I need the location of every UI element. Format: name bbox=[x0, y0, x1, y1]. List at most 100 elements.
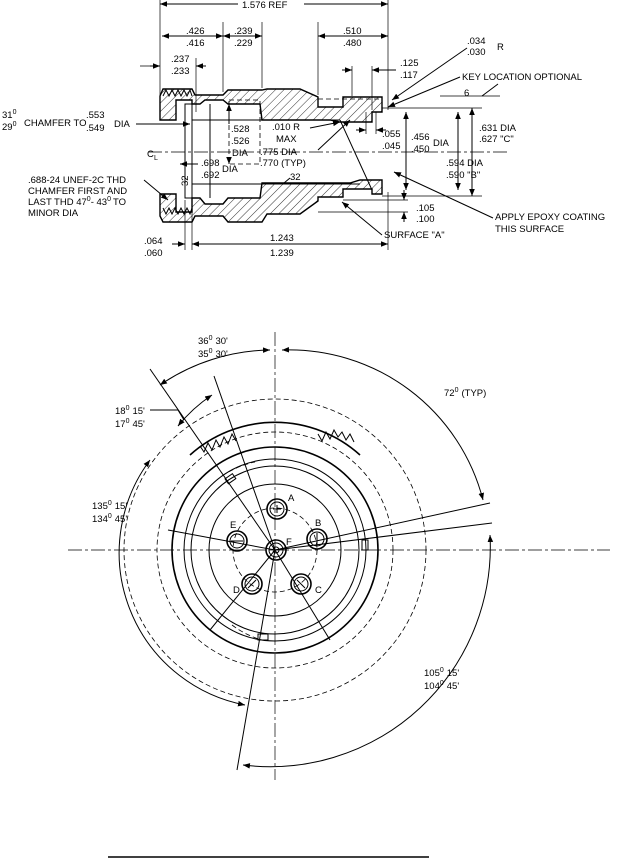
dim-450: .450 bbox=[411, 144, 430, 155]
epoxy-1: APPLY EPOXY COATING bbox=[495, 212, 605, 223]
finish-mark-b bbox=[283, 177, 291, 184]
ang-72: 720(TYP) bbox=[444, 387, 486, 399]
dim-125-text: .125 bbox=[400, 58, 419, 69]
ref-bg bbox=[238, 0, 304, 10]
dim-237-text: .237 bbox=[171, 54, 190, 65]
label-a: A bbox=[288, 493, 295, 504]
dim-698: .698 bbox=[201, 158, 220, 169]
dim-590-text: .590 "B" bbox=[446, 170, 480, 181]
leader-775 bbox=[317, 119, 351, 151]
arc-105 bbox=[242, 534, 494, 769]
bore-taper-line bbox=[339, 119, 373, 191]
leader-010 bbox=[309, 120, 341, 129]
arc-36 bbox=[159, 347, 271, 386]
finish-32b: 32 bbox=[290, 172, 301, 183]
leader-thread bbox=[143, 179, 169, 201]
leader-surface-a bbox=[341, 201, 383, 236]
dim-631-text: .631 DIA bbox=[479, 123, 517, 134]
dia-528: DIA bbox=[232, 148, 249, 159]
max: MAX bbox=[276, 134, 297, 145]
chamfer-rect bbox=[184, 103, 193, 199]
thread-teeth-top bbox=[162, 88, 193, 98]
dim-045: .045 bbox=[382, 141, 401, 152]
dim-456: .456 bbox=[411, 132, 430, 143]
contact-c bbox=[290, 573, 312, 595]
dim-510-text: .510 bbox=[343, 26, 362, 37]
chamfer-to: CHAMFER TO bbox=[24, 118, 86, 129]
leader-18b bbox=[177, 409, 185, 421]
cl-sub: L bbox=[154, 155, 158, 162]
dia-698: DIA bbox=[222, 164, 239, 175]
dim-480-text: .480 bbox=[343, 38, 362, 49]
dim-594-text: .594 DIA bbox=[446, 158, 484, 169]
contact-d bbox=[241, 573, 263, 595]
thread-teeth-bottom bbox=[162, 206, 193, 216]
leader-034 bbox=[391, 47, 468, 101]
arc-135 bbox=[118, 459, 246, 707]
label-f: F bbox=[286, 537, 292, 548]
upper-wall-section bbox=[159, 88, 383, 123]
arc-72 bbox=[281, 346, 484, 501]
section-view: C L 6 1.576 REF .426 .416 .239 .229 .510… bbox=[2, 0, 605, 259]
dim-233-text: .233 bbox=[171, 66, 190, 77]
dim-030-text: .030 bbox=[467, 47, 486, 58]
dim-770: .770 (TYP) bbox=[260, 158, 306, 169]
dim-526-text: .526 bbox=[231, 136, 250, 147]
dim-416-text: .416 bbox=[186, 38, 205, 49]
dim-1239: 1.239 bbox=[270, 248, 294, 259]
radius-010: .010 R bbox=[272, 122, 300, 133]
radial-36 bbox=[149, 368, 276, 551]
epoxy-2: THIS SURFACE bbox=[495, 224, 564, 235]
leader-epoxy bbox=[393, 171, 494, 219]
thread-note-1: .688-24 UNEF-2C THD bbox=[28, 175, 126, 186]
thread-note-4: MINOR DIA bbox=[28, 208, 79, 219]
dim-692: .692 bbox=[201, 170, 220, 181]
dim-775: .775 DIA bbox=[260, 147, 298, 158]
dim-117-text: .117 bbox=[400, 70, 418, 81]
contact-e bbox=[226, 530, 248, 552]
dim-105: .105 bbox=[416, 203, 435, 214]
leader-key bbox=[387, 76, 461, 108]
dim-239-text: .239 bbox=[234, 26, 253, 37]
chamfer-31: 310 bbox=[2, 109, 17, 121]
cl-symbol: C bbox=[147, 149, 154, 160]
radius-r-text: R bbox=[497, 42, 504, 53]
label-d: D bbox=[233, 585, 240, 596]
angle-6: 6 bbox=[464, 88, 469, 99]
dim-549-text: .549 bbox=[86, 123, 105, 134]
key-right bbox=[361, 539, 369, 551]
thread-note-2: CHAMFER FIRST AND bbox=[28, 186, 127, 197]
label-c: C bbox=[315, 585, 322, 596]
dim-055: .055 bbox=[382, 129, 401, 140]
contact-b bbox=[306, 528, 328, 550]
lower-wall-section bbox=[159, 179, 383, 223]
dim-100: .100 bbox=[416, 214, 435, 225]
dia-456: DIA bbox=[433, 138, 450, 149]
dim-426-text: .426 bbox=[186, 26, 205, 37]
label-b: B bbox=[315, 518, 321, 529]
key-location: KEY LOCATION OPTIONAL bbox=[462, 72, 582, 83]
contact-f bbox=[265, 539, 287, 561]
dim-229-text: .229 bbox=[234, 38, 253, 49]
thread-teeth-1 bbox=[199, 432, 237, 454]
finish-32a: 32 bbox=[180, 175, 191, 186]
radial-d bbox=[209, 549, 276, 631]
angle-6-line bbox=[481, 83, 499, 97]
dim-553-text: .553 bbox=[86, 110, 105, 121]
dim-060: .060 bbox=[144, 248, 163, 259]
arc-18 bbox=[177, 394, 213, 427]
dia-553: DIA bbox=[114, 119, 131, 130]
dim-1243: 1.243 bbox=[270, 233, 294, 244]
label-e: E bbox=[230, 520, 236, 531]
ref-length: 1.576 REF bbox=[242, 0, 288, 11]
contact-a bbox=[266, 498, 288, 520]
